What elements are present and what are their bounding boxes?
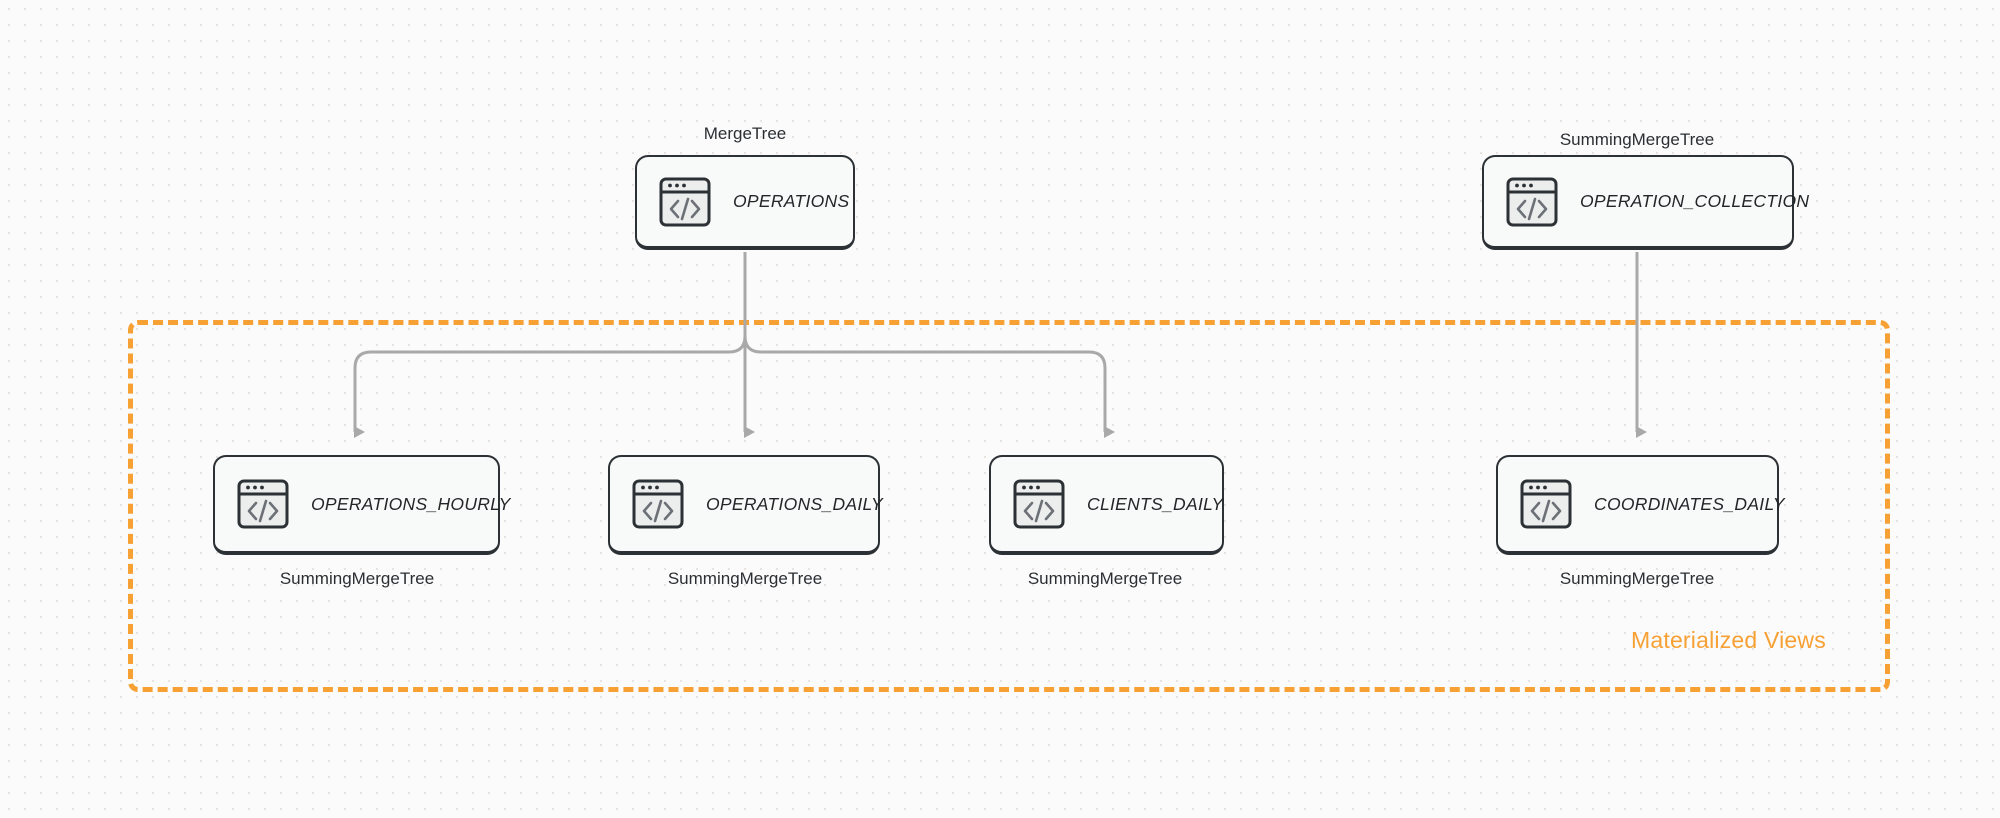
node-operation-collection[interactable]: OPERATION_COLLECTION (1482, 155, 1809, 250)
code-window-icon (1506, 177, 1558, 226)
code-window-icon (632, 479, 684, 529)
materialized-views-group-label: Materialized Views (1631, 627, 1826, 653)
node-operations-daily-label: OPERATIONS_DAILY (706, 493, 883, 514)
caption-clients-daily-engine: SummingMergeTree (1027, 569, 1183, 588)
node-operation-collection-label: OPERATION_COLLECTION (1580, 191, 1810, 211)
code-window-icon (237, 479, 289, 529)
node-clients-daily-label: CLIENTS_DAILY (1087, 493, 1224, 514)
node-coordinates-daily[interactable]: COORDINATES_DAILY (1496, 455, 1785, 555)
caption-operation-collection-engine: SummingMergeTree (1559, 130, 1715, 149)
caption-coordinates-daily-engine: SummingMergeTree (1559, 569, 1715, 588)
node-operations[interactable]: OPERATIONS (635, 155, 855, 250)
caption-operations-hourly-engine: SummingMergeTree (279, 569, 435, 588)
code-window-icon (1013, 479, 1065, 529)
node-operations-daily[interactable]: OPERATIONS_DAILY (608, 455, 883, 555)
code-window-icon (659, 177, 711, 226)
node-coordinates-daily-label: COORDINATES_DAILY (1594, 493, 1785, 514)
caption-operations-daily-engine: SummingMergeTree (667, 569, 823, 588)
node-clients-daily[interactable]: CLIENTS_DAILY (989, 455, 1224, 555)
caption-operations-engine: MergeTree (703, 124, 787, 143)
node-operations-hourly-label: OPERATIONS_HOURLY (311, 493, 511, 514)
node-operations-label: OPERATIONS (733, 191, 850, 211)
code-window-icon (1520, 479, 1572, 529)
node-operations-hourly[interactable]: OPERATIONS_HOURLY (213, 455, 510, 555)
